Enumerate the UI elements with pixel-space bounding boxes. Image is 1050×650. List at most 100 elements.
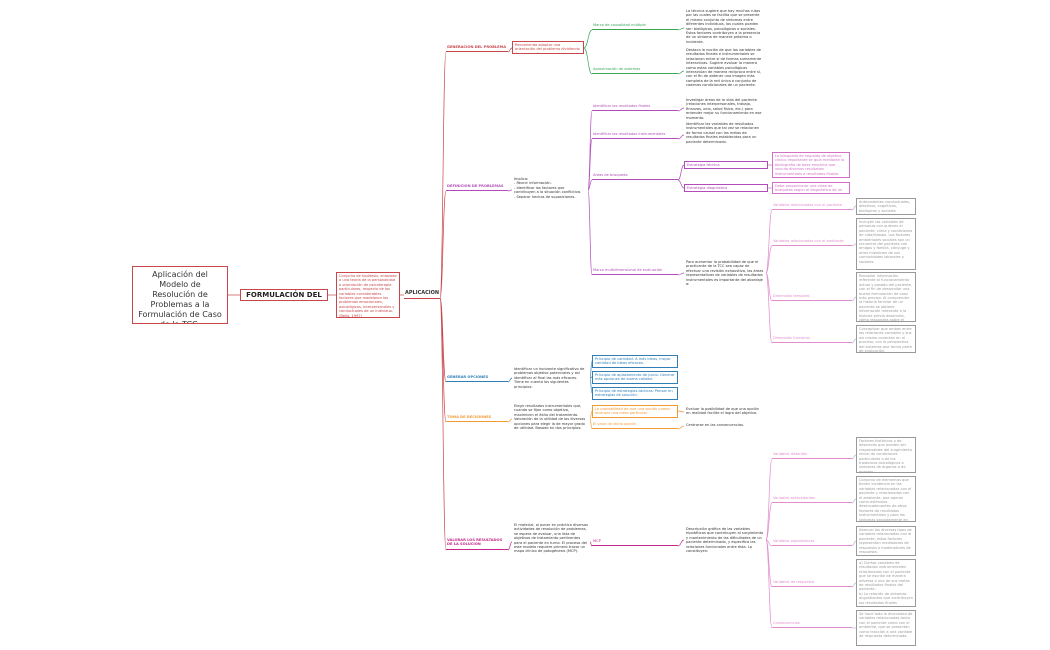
connector-causalidad bbox=[583, 29, 593, 49]
connector-generacion bbox=[439, 51, 447, 299]
variables-distantes-node[interactable]: Variables distantes bbox=[772, 452, 852, 459]
connector-valorar bbox=[439, 297, 447, 551]
connector-instr-desc bbox=[677, 134, 685, 140]
estrategia-tecnica-desc: La búsqueda de respaldo de objetivo clín… bbox=[772, 152, 850, 178]
valor-opcion-desc: Centrarse en las consecuencias. bbox=[686, 423, 745, 427]
variables-paciente-desc: Antecedentes conductuales, afectivos, co… bbox=[856, 198, 916, 215]
connector-marco-2 bbox=[765, 272, 773, 302]
connector-marco-0 bbox=[765, 209, 773, 274]
connector-def-3 bbox=[587, 189, 593, 276]
connector-causalidad-desc bbox=[677, 27, 685, 31]
connector-mcp-desc-3 bbox=[851, 582, 857, 588]
consecuencias-desc: Se hace toda la diversidad de variables … bbox=[856, 610, 916, 646]
connector-valor bbox=[589, 418, 593, 430]
connector-valorar-desc bbox=[507, 541, 513, 551]
dimension-funcional-node[interactable]: Dimensión funcional bbox=[772, 336, 852, 343]
probabilidad-opcion-desc: Evaluar la posibilidad de que una opción… bbox=[686, 407, 759, 416]
principio-cantidad[interactable]: Principio de cantidad: A más ideas, mayo… bbox=[592, 355, 678, 368]
formulacion-desc: Conjunto de hipótesis, enlazada a una te… bbox=[336, 272, 400, 318]
aproximacion-sistemas-desc: Destaca la noción de que las variables d… bbox=[686, 48, 762, 88]
variables-antecedentes-node[interactable]: Variables antecedentes bbox=[772, 496, 852, 503]
valorar-resultados-desc: El material, al poner en práctica divers… bbox=[514, 523, 588, 554]
connector-marco-3 bbox=[765, 272, 773, 344]
connector-generar bbox=[439, 297, 447, 383]
root-topic[interactable]: Aplicación del Modelo de Resolución de P… bbox=[132, 266, 228, 324]
resultados-instrumentales-desc: Identificar las variables de resultados … bbox=[686, 122, 760, 144]
generar-opciones-node[interactable]: GENERAR OPCIONES bbox=[446, 375, 508, 382]
dimension-temporal-node[interactable]: Dimensión temporal bbox=[772, 294, 852, 301]
connector-mcp-1 bbox=[765, 502, 773, 541]
connector-finales-desc bbox=[677, 107, 685, 112]
generacion-desc: Recomienda adoptar una orientación del p… bbox=[512, 41, 584, 54]
principio-estrategias[interactable]: Principio de estrategias-tácticas: Pensa… bbox=[592, 387, 678, 400]
mcp-desc: Descripción gráfica de las variables hip… bbox=[686, 527, 764, 554]
connector-tecnica bbox=[677, 164, 685, 181]
connector-mcp-2 bbox=[765, 539, 773, 547]
variables-antecedentes-desc: Conjunto de elementos que tienen inciden… bbox=[856, 476, 916, 522]
connector-diagnostica bbox=[677, 179, 685, 189]
variables-distantes-desc: Factores históricos o de desarrollo que … bbox=[856, 437, 916, 473]
principio-aplazamiento[interactable]: Principio de aplazamiento de juicio: Gen… bbox=[592, 371, 678, 384]
dimension-temporal-desc: Recopilar información referente al funci… bbox=[856, 272, 916, 322]
connector-def-2 bbox=[587, 179, 593, 191]
areas-busqueda-node[interactable]: Áreas de búsqueda bbox=[592, 173, 678, 180]
connector-principio-2 bbox=[589, 377, 593, 394]
formulacion-node[interactable]: FORMULACIÓN DEL CASO bbox=[240, 289, 328, 301]
connector-mcp-desc-1 bbox=[851, 498, 857, 504]
variables-paciente-node[interactable]: Variables relacionadas con el paciente bbox=[772, 203, 852, 210]
marco-causalidad-desc: La técnica sugiere que hay muchas rutas … bbox=[686, 9, 761, 44]
connector-gen-desc bbox=[507, 47, 513, 53]
probabilidad-opcion-node[interactable]: La probabilidad de que una opción pueda … bbox=[592, 405, 678, 418]
valorar-resultados-node[interactable]: VALORAR LOS RESULTADOS DE LA SOLUCIÓN bbox=[446, 538, 508, 550]
connector-valor-desc bbox=[677, 425, 685, 430]
aplicacion-node[interactable]: APLICACIÓN bbox=[404, 290, 440, 299]
estrategia-diagnostica-desc: Debe proporcionar una clase de búsqueda … bbox=[772, 182, 850, 194]
variables-respuesta-desc: a) Ciertas variables de resultados instr… bbox=[856, 559, 916, 607]
connector-toma-desc bbox=[507, 418, 513, 423]
marco-multidimensional-node[interactable]: Marco multidimensional de evaluación bbox=[592, 268, 678, 275]
generacion-node[interactable]: GENERACIÓN DEL PROBLEMA bbox=[446, 45, 508, 52]
connector-mcp-desc bbox=[677, 539, 685, 547]
connector-marco-desc-1 bbox=[851, 243, 857, 247]
connector-marco-desc-2 bbox=[851, 296, 857, 302]
connector-mcp bbox=[589, 541, 593, 547]
aproximacion-sistemas-node[interactable]: Aproximación de sistemas bbox=[592, 67, 678, 74]
connector-def-1 bbox=[587, 138, 593, 191]
connector-marco-desc bbox=[677, 272, 685, 276]
connector-gen-opc-desc bbox=[507, 377, 513, 383]
variables-ambiente-desc: Incluyen las variables de personas con q… bbox=[856, 218, 916, 270]
marco-causalidad-node[interactable]: Marco de causalidad múltiple bbox=[592, 23, 678, 30]
connector-def-desc bbox=[507, 189, 513, 192]
connector-marco-1 bbox=[765, 245, 773, 274]
marco-multidimensional-desc: Para aumentar la probabilidad de que el … bbox=[686, 260, 764, 287]
definicion-desc: Implica: - Reunir información. - Identif… bbox=[514, 177, 582, 199]
generar-opciones-desc: Identificar un horizonte significativo d… bbox=[514, 367, 585, 389]
variables-ambiente-node[interactable]: Variables relacionadas con el ambiente bbox=[772, 239, 852, 246]
mcp-node[interactable]: MCP bbox=[592, 539, 678, 546]
valor-opcion-node[interactable]: El valor de dicha opción bbox=[592, 422, 678, 429]
dimension-funcional-desc: Conceptuar que ambas entre las relacione… bbox=[856, 325, 916, 353]
connector-marco-desc-3 bbox=[851, 338, 857, 344]
definicion-node[interactable]: DEFINICIÓN DE PROBLEMAS bbox=[446, 184, 508, 191]
connector-principio-0 bbox=[589, 360, 593, 379]
connector-marco-desc-0 bbox=[851, 205, 857, 211]
variables-organismicas-node[interactable]: Variables organísmicas bbox=[772, 539, 852, 546]
toma-decisiones-desc: Elegir resultados instrumentales que, cu… bbox=[514, 404, 586, 431]
resultados-finales-desc: Investigar áreas de la vida del paciente… bbox=[686, 98, 762, 119]
resultados-finales-node[interactable]: Identificar los resultados finales bbox=[592, 104, 678, 111]
connector-mcp-desc-0 bbox=[851, 454, 857, 460]
variables-organismicas-desc: Abarcan las diversas tipos de variables … bbox=[856, 526, 916, 556]
connector-sistemas bbox=[583, 47, 593, 75]
estrategia-tecnica-node[interactable]: Estrategia técnica bbox=[684, 161, 768, 169]
resultados-instrumentales-node[interactable]: Identificar los resultados instrumentale… bbox=[592, 132, 678, 139]
connector-toma bbox=[439, 297, 447, 423]
connector-mcp-desc-2 bbox=[851, 540, 857, 547]
toma-decisiones-node[interactable]: TOMA DE DECISIONES bbox=[446, 415, 508, 422]
connector-definicion bbox=[439, 190, 447, 299]
connector-sistemas-desc bbox=[677, 70, 685, 75]
variables-respuesta-node[interactable]: Variables de respuesta bbox=[772, 580, 852, 587]
consecuencias-node[interactable]: Consecuencias bbox=[772, 621, 852, 628]
estrategia-diagnostica-node[interactable]: Estrategia diagnóstica bbox=[684, 184, 768, 192]
connector-mcp-4 bbox=[765, 539, 773, 629]
